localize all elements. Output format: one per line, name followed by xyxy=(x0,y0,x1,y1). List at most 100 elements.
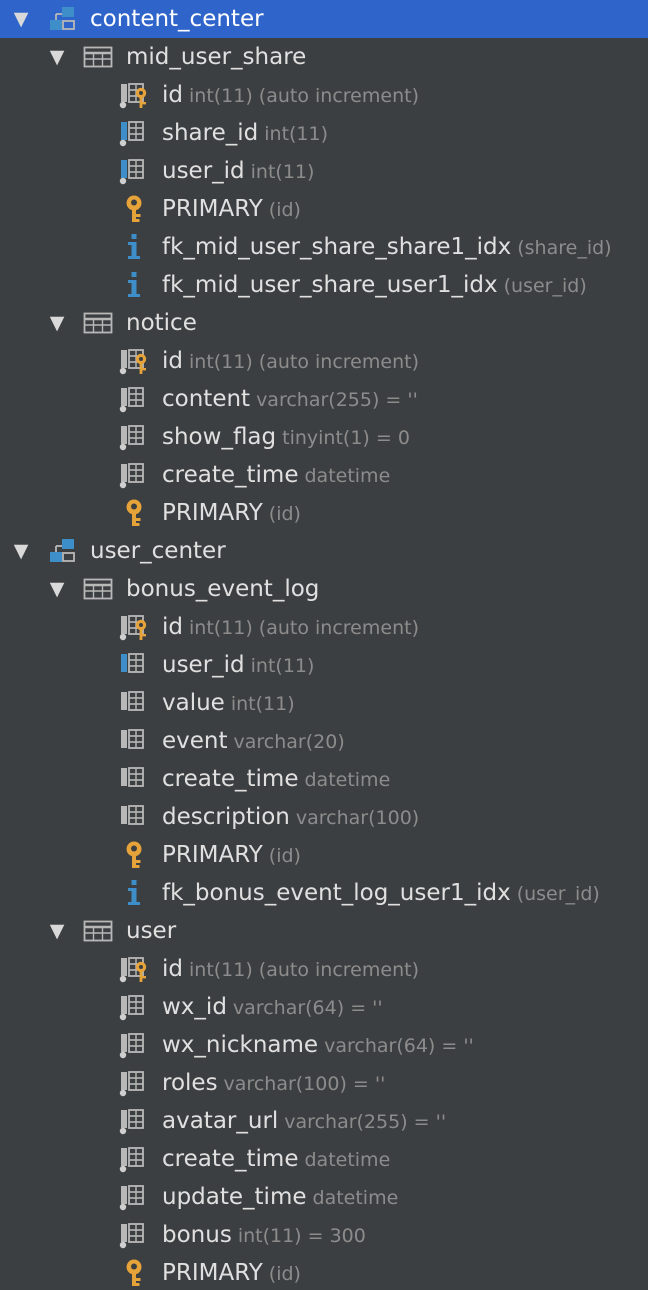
item-name: id xyxy=(162,82,183,108)
tree-item[interactable]: PRIMARY(id) xyxy=(0,836,648,874)
column-icon xyxy=(116,760,152,798)
column-icon xyxy=(116,722,152,760)
tree-item[interactable]: PRIMARY(id) xyxy=(0,494,648,532)
item-detail: int(11) (auto increment) xyxy=(189,617,419,639)
item-name: PRIMARY xyxy=(162,196,263,222)
expand-arrow-icon[interactable]: ▼ xyxy=(49,920,65,942)
item-name: description xyxy=(162,804,290,830)
item-name: fk_mid_user_share_user1_idx xyxy=(162,272,498,298)
item-name: bonus_event_log xyxy=(126,576,320,602)
item-name: user_center xyxy=(90,538,226,564)
item-name: avatar_url xyxy=(162,1108,279,1134)
tree-item-label: fk_bonus_event_log_user1_idx(user_id) xyxy=(162,874,600,912)
item-name: wx_nickname xyxy=(162,1032,319,1058)
item-detail: int(11) xyxy=(230,693,295,715)
column-icon xyxy=(116,1178,152,1216)
item-detail: (id) xyxy=(268,1263,301,1285)
item-detail: varchar(64) = '' xyxy=(324,1035,474,1057)
schema-node[interactable]: ▼ content_center xyxy=(0,0,648,38)
primary-key-column-icon xyxy=(116,608,152,646)
item-detail: (share_id) xyxy=(517,237,612,259)
index-icon xyxy=(116,266,152,304)
column-icon xyxy=(116,380,152,418)
expand-arrow-icon[interactable]: ▼ xyxy=(13,8,29,30)
tree-item-label: mid_user_share xyxy=(126,38,306,76)
item-name: share_id xyxy=(162,120,259,146)
item-detail: (id) xyxy=(268,845,301,867)
table-node[interactable]: ▼ mid_user_share xyxy=(0,38,648,76)
item-name: create_time xyxy=(162,766,299,792)
tree-item[interactable]: fk_bonus_event_log_user1_idx(user_id) xyxy=(0,874,648,912)
primary-key-column-icon xyxy=(116,76,152,114)
item-detail: datetime xyxy=(304,769,391,791)
table-node[interactable]: ▼ user xyxy=(0,912,648,950)
key-icon xyxy=(116,836,152,874)
key-icon xyxy=(116,1254,152,1290)
table-node[interactable]: ▼ bonus_event_log xyxy=(0,570,648,608)
tree-item[interactable]: PRIMARY(id) xyxy=(0,190,648,228)
tree-item[interactable]: fk_mid_user_share_user1_idx(user_id) xyxy=(0,266,648,304)
item-name: create_time xyxy=(162,1146,299,1172)
item-name: id xyxy=(162,348,183,374)
item-name: value xyxy=(162,690,225,716)
item-detail: (user_id) xyxy=(516,883,600,905)
foreign-key-column-icon xyxy=(116,646,152,684)
item-name: wx_id xyxy=(162,994,227,1020)
table-icon xyxy=(80,570,116,608)
key-icon xyxy=(116,190,152,228)
column-icon xyxy=(116,988,152,1026)
table-node[interactable]: ▼ notice xyxy=(0,304,648,342)
tree-item[interactable]: PRIMARY(id) xyxy=(0,1254,648,1290)
table-icon xyxy=(80,912,116,950)
foreign-key-column-icon xyxy=(116,152,152,190)
expand-arrow-icon[interactable]: ▼ xyxy=(49,312,65,334)
expand-arrow-icon[interactable]: ▼ xyxy=(49,46,65,68)
tree-item-label: PRIMARY(id) xyxy=(162,494,301,532)
tree-item-label: user xyxy=(126,912,176,950)
expand-arrow-icon[interactable]: ▼ xyxy=(13,540,29,562)
index-icon xyxy=(116,228,152,266)
schema-node[interactable]: ▼ user_center xyxy=(0,532,648,570)
expand-arrow-icon[interactable]: ▼ xyxy=(49,578,65,600)
tree-item-label: content_center xyxy=(90,0,264,38)
item-detail: int(11) xyxy=(250,655,315,677)
item-name: roles xyxy=(162,1070,218,1096)
item-detail: (user_id) xyxy=(503,275,587,297)
item-name: create_time xyxy=(162,462,299,488)
tree-item[interactable]: fk_mid_user_share_share1_idx(share_id) xyxy=(0,228,648,266)
item-detail: datetime xyxy=(304,1149,391,1171)
item-name: bonus xyxy=(162,1222,232,1248)
item-detail: int(11) (auto increment) xyxy=(189,959,419,981)
